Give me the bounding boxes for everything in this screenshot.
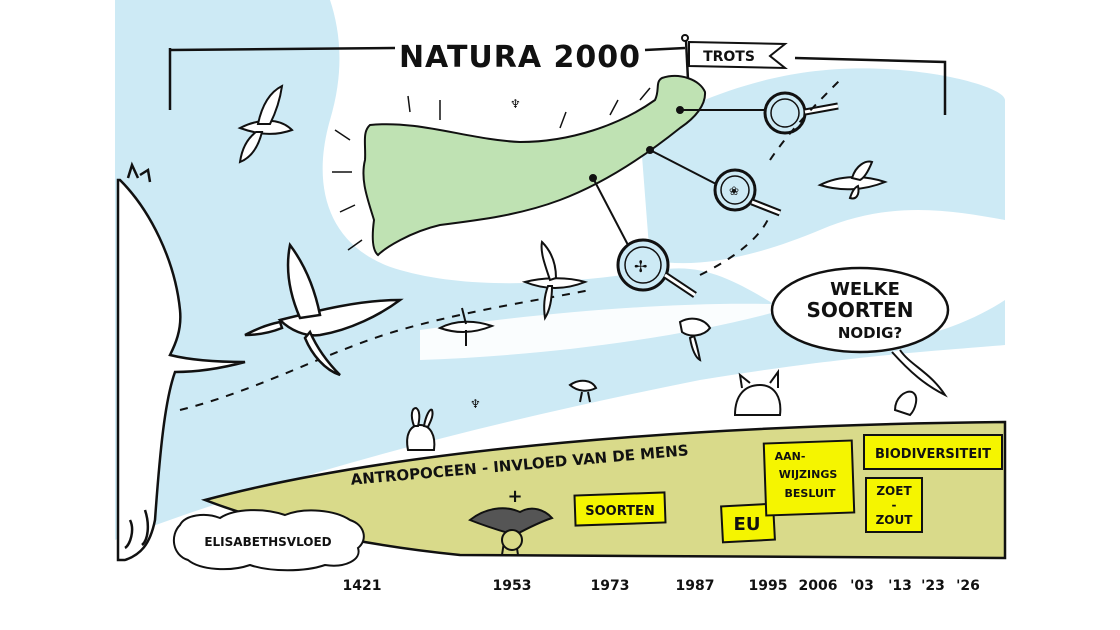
heron-icon <box>116 161 246 562</box>
frame-lines <box>168 46 947 115</box>
timeline-year: '03 <box>850 578 874 594</box>
timeline-year: 1421 <box>343 578 382 594</box>
timeline-year: 1953 <box>493 578 532 594</box>
crow-icon <box>893 390 918 417</box>
question-line-2: SOORTEN <box>807 298 914 322</box>
svg-text:BIODIVERSITEIT: BIODIVERSITEIT <box>875 447 991 462</box>
magnifier-icon: ❀ <box>713 168 782 217</box>
bird-icon <box>521 239 589 321</box>
svg-text:♆: ♆ <box>510 97 521 111</box>
sticky-note-eu: EU <box>720 502 776 544</box>
bird-icon <box>437 307 495 346</box>
flag-label: TROTS <box>703 49 755 65</box>
fox-icon <box>733 368 782 416</box>
question-line-1: WELKE <box>830 279 900 300</box>
bird-icon <box>568 379 598 403</box>
bird-icon <box>817 160 888 200</box>
flag-icon <box>681 34 788 81</box>
svg-text:EU: EU <box>734 514 761 535</box>
timeline-labels: 1421 1953 1973 1987 1995 2006 '03 '13 '23 '26 <box>343 578 980 594</box>
bird-icon <box>244 242 404 377</box>
magnifier-icon <box>763 91 839 135</box>
svg-text:❀: ❀ <box>729 184 739 198</box>
bird-icon <box>678 317 712 362</box>
svg-text:♆: ♆ <box>470 397 481 411</box>
svg-text:✢: ✢ <box>634 257 647 276</box>
svg-text:ZOUT: ZOUT <box>876 513 914 527</box>
sticky-note-zoet-zout: ZOET - ZOUT <box>865 477 923 533</box>
svg-text:BESLUIT: BESLUIT <box>785 487 836 500</box>
svg-text:AAN-: AAN- <box>775 450 806 463</box>
island-map: ♆ <box>332 74 707 257</box>
timeline-year: 1995 <box>749 578 788 594</box>
connector-lines <box>589 106 770 246</box>
svg-text:SOORTEN: SOORTEN <box>585 504 655 519</box>
magnifier-icon: ✢ <box>616 238 697 298</box>
timeline-year: '26 <box>956 578 980 594</box>
sticky-note-biodiversiteit: BIODIVERSITEIT <box>863 434 1003 470</box>
sticky-note-soorten: SOORTEN <box>573 491 667 527</box>
timeline-year: 2006 <box>799 578 838 594</box>
question-bubble: WELKE SOORTEN NODIG? <box>770 266 950 398</box>
cloud-label: ELISABETHSVLOED <box>204 535 331 549</box>
svg-text:WIJZINGS: WIJZINGS <box>779 468 838 481</box>
svg-text:-: - <box>892 498 897 512</box>
bird-icon <box>237 84 294 164</box>
svg-text:ZOET: ZOET <box>876 484 912 498</box>
timeline-year: '23 <box>921 578 945 594</box>
question-line-3: NODIG? <box>838 324 902 342</box>
dead-bird-icon <box>468 507 554 556</box>
sticky-note-aanwijzingsbesluit: AAN- WIJZINGS BESLUIT <box>762 439 856 517</box>
rabbit-icon <box>406 406 436 451</box>
timeline-year: 1973 <box>591 578 630 594</box>
migration-path <box>179 79 841 411</box>
page-title: NATURA 2000 <box>399 40 641 75</box>
cross-mark: + <box>507 486 522 507</box>
timeline-year: '13 <box>888 578 912 594</box>
timeline-year: 1987 <box>676 578 715 594</box>
cloud-label-bubble: ELISABETHSVLOED <box>172 509 365 572</box>
